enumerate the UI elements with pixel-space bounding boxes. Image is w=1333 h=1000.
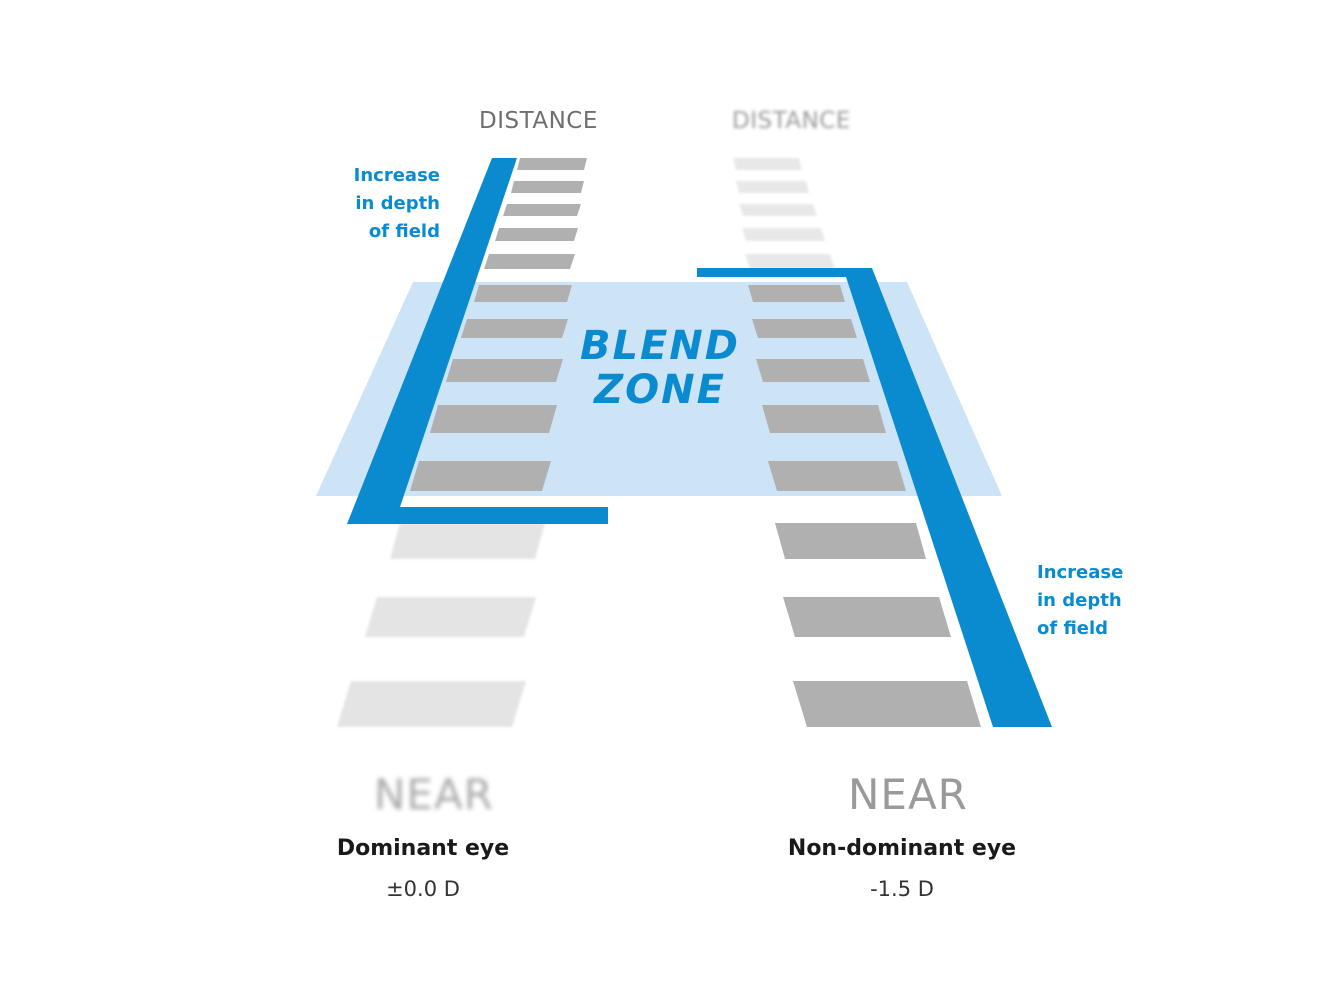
dominant-eye-bar-11 — [390, 523, 545, 559]
dominant-eye-depth-of-field-bracket — [347, 158, 608, 524]
non-dominant-eye-bar-9 — [762, 405, 886, 433]
dominant-eye-bar-3 — [503, 204, 581, 216]
non-dominant-eye-bar-5 — [745, 254, 835, 269]
non-dominant-eye-bar-7 — [752, 319, 857, 338]
non-dominant-eye-bar-12 — [783, 597, 951, 637]
non-dominant-eye-bar-11 — [775, 523, 926, 559]
dominant-eye-distance-label: DISTANCE — [479, 108, 598, 134]
non-dominant-eye-vision-bars — [733, 158, 981, 727]
dominant-eye-title: Dominant eye — [336, 836, 510, 861]
non-dominant-eye-near-label: NEAR — [848, 770, 968, 819]
non-dominant-eye-title: Non-dominant eye — [787, 836, 1017, 861]
dominant-eye-vision-bars — [337, 158, 587, 727]
dominant-eye-bar-9 — [430, 405, 557, 433]
non-dominant-eye-bar-3 — [739, 204, 817, 216]
non-dominant-eye-bar-10 — [768, 461, 906, 491]
non-dominant-eye-power: -1.5 D — [870, 877, 934, 901]
dominant-eye-power: ±0.0 D — [386, 877, 460, 901]
non-dominant-eye-bar-13 — [793, 681, 981, 727]
non-dominant-eye-bar-6 — [748, 285, 845, 302]
non-dominant-eye-bar-8 — [756, 359, 870, 382]
non-dominant-eye-distance-label: DISTANCE — [732, 108, 851, 134]
dominant-eye-bar-13 — [337, 681, 526, 727]
dominant-eye-bar-10 — [410, 461, 551, 491]
non-dominant-eye-bar-1 — [733, 158, 802, 170]
dominant-eye-near-label: NEAR — [374, 770, 494, 819]
dominant-eye-bar-1 — [517, 158, 587, 170]
blend-zone-label: BLEND ZONE — [580, 323, 740, 413]
dominant-eye-bar-6 — [474, 285, 572, 302]
non-dominant-eye-bar-2 — [736, 181, 809, 193]
dominant-eye-bar-7 — [461, 319, 568, 338]
dominant-eye-bar-4 — [495, 228, 578, 241]
dominant-eye-bar-5 — [484, 254, 575, 269]
non-dominant-eye-bar-4 — [742, 228, 825, 241]
dominant-eye-bar-2 — [511, 181, 584, 193]
dominant-eye-depth-of-field-caption: Increase in depth of field — [353, 165, 440, 242]
dominant-eye-bar-12 — [365, 597, 536, 637]
dominant-eye-bar-8 — [446, 359, 563, 382]
non-dominant-eye-depth-of-field-bracket — [697, 268, 1052, 727]
non-dominant-eye-depth-of-field-caption: Increase in depth of field — [1037, 562, 1124, 639]
